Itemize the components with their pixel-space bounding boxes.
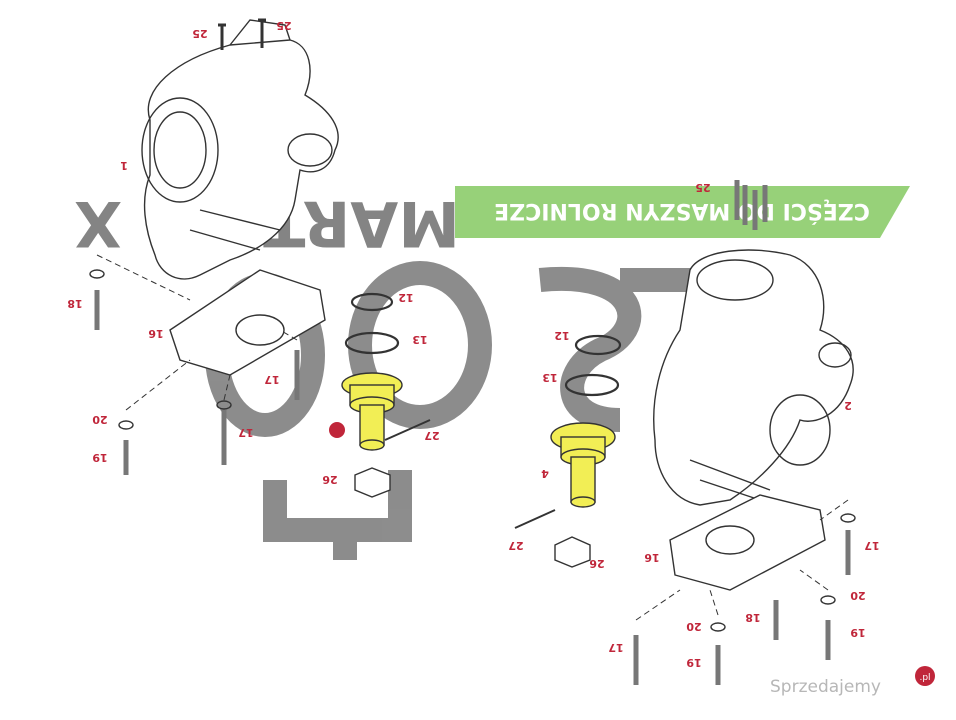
kingpin-eye-left bbox=[287, 133, 333, 167]
castle-nut-right bbox=[554, 536, 591, 568]
kingpin-left bbox=[341, 372, 403, 451]
callout-27: 27 bbox=[424, 429, 439, 442]
housing-top-left bbox=[229, 19, 291, 46]
callout-20: 20 bbox=[92, 413, 108, 426]
callout-12: 12 bbox=[398, 291, 413, 304]
brand-banner-text: CZĘŚCI DO MASZYN ROLNICZE bbox=[494, 198, 870, 224]
kingpin-right bbox=[550, 422, 616, 508]
ring-13-right bbox=[564, 373, 620, 397]
callout-20: 20 bbox=[850, 589, 866, 602]
washer-18-left bbox=[89, 269, 105, 279]
washer-20-left bbox=[118, 420, 134, 430]
callout-18: 18 bbox=[745, 611, 760, 624]
callout-25: 25 bbox=[192, 27, 207, 40]
callout-2: 2 bbox=[844, 399, 852, 412]
right-assembly bbox=[514, 180, 856, 685]
callout-25: 25 bbox=[276, 19, 291, 32]
plate-boss-left bbox=[235, 314, 285, 346]
washer-20-lower-right bbox=[710, 622, 726, 632]
cotter-pin-left bbox=[384, 419, 431, 441]
callout-20: 20 bbox=[686, 620, 702, 633]
callout-17: 17 bbox=[864, 539, 879, 552]
logo-text: Sprzedajemy bbox=[770, 677, 881, 697]
callout-17: 17 bbox=[264, 373, 279, 386]
housing-ribs-left bbox=[189, 209, 281, 251]
steering-plate-left bbox=[169, 269, 326, 376]
hub-bore-left bbox=[153, 111, 207, 189]
ring-13-left bbox=[344, 331, 400, 355]
callout-17: 17 bbox=[238, 426, 253, 439]
washer-17-right bbox=[840, 513, 856, 523]
brand-x: X bbox=[74, 187, 122, 260]
callout-4-highlight bbox=[329, 422, 345, 438]
callout-25: 25 bbox=[695, 181, 710, 194]
callout-26: 26 bbox=[322, 473, 338, 486]
cotter-pin-right bbox=[514, 509, 556, 529]
callouts: 25 25 1 25 18 16 12 13 17 20 17 19 4 27 26 12 13 2 4 27 26 16… bbox=[67, 19, 879, 669]
housing-ribs-right bbox=[689, 459, 771, 501]
washer-20-right bbox=[820, 595, 836, 605]
callout-13: 13 bbox=[412, 333, 427, 346]
bolts-25-left bbox=[218, 18, 266, 50]
knuckle-housing-right bbox=[653, 249, 854, 506]
hub-flange-right bbox=[769, 394, 831, 466]
washer-17-left bbox=[216, 400, 232, 410]
ring-12-left bbox=[350, 292, 394, 312]
callout-16: 16 bbox=[644, 551, 660, 564]
castle-nut-left bbox=[354, 467, 391, 498]
callout-19: 19 bbox=[686, 656, 701, 669]
steering-plate-right bbox=[669, 494, 826, 591]
sprzedajemy-logo: Sprzedajemy .pl bbox=[770, 666, 935, 697]
callout-27: 27 bbox=[508, 539, 523, 552]
arm-eye-right bbox=[818, 342, 852, 368]
callout-26: 26 bbox=[589, 557, 605, 570]
callout-4: 4 bbox=[541, 467, 549, 480]
callout-12: 12 bbox=[554, 329, 569, 342]
logo-badge bbox=[915, 666, 935, 686]
callout-19: 19 bbox=[92, 451, 107, 464]
callout-4: 4 bbox=[333, 423, 341, 436]
leaders-left bbox=[96, 254, 298, 411]
callout-1: 1 bbox=[120, 159, 128, 172]
brand-mart: MART bbox=[263, 187, 460, 260]
callout-16: 16 bbox=[148, 327, 164, 340]
ring-12-right bbox=[574, 334, 622, 356]
callout-19: 19 bbox=[850, 626, 865, 639]
bolts-25-right bbox=[734, 180, 768, 230]
plate-boss-right bbox=[705, 525, 755, 555]
kingpin-eye-top-right bbox=[696, 259, 774, 301]
callout-18: 18 bbox=[67, 297, 82, 310]
brand-banner bbox=[455, 186, 910, 238]
knuckle-housing-left bbox=[143, 39, 339, 280]
logo-suffix: .pl bbox=[919, 673, 930, 683]
left-assembly bbox=[89, 18, 431, 498]
callout-17: 17 bbox=[608, 641, 623, 654]
callout-13: 13 bbox=[542, 371, 557, 384]
hub-flange-left bbox=[141, 97, 219, 203]
